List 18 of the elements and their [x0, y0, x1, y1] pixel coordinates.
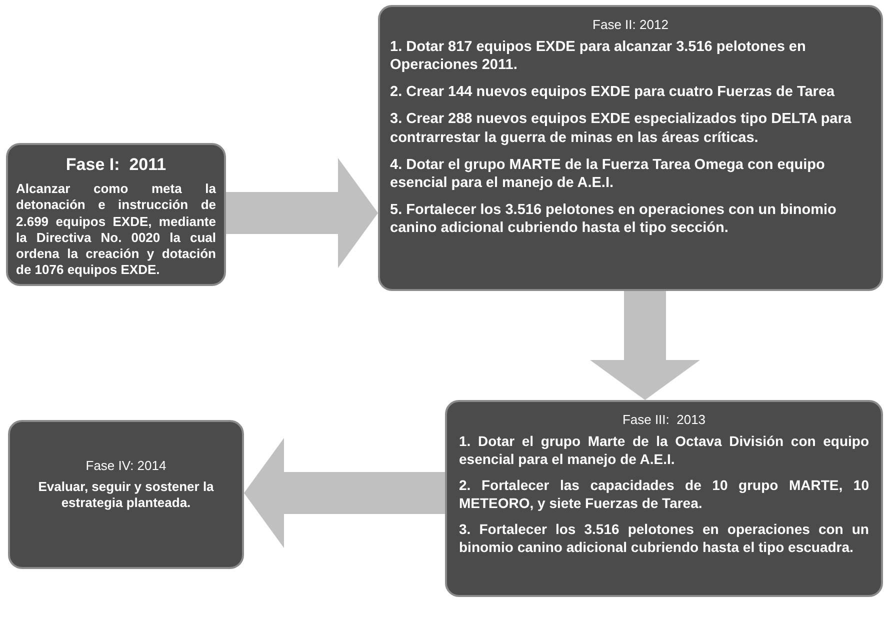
phase-description: 1. Dotar el grupo Marte de la Octava División con equipo esencial para el manejo de A.E.I. — [459, 433, 869, 468]
phase-description: Alcanzar como meta la detonación e instrucción de 2.699 equipos EXDE, mediante la Directiva No. 0020 la cual ordena la creación y dotación de 1076 equipos EXDE. — [16, 181, 216, 278]
phase-description: 1. Dotar 817 equipos EXDE para alcanzar 3.516 pelotones en Operaciones 2011. — [390, 38, 807, 74]
phase-description: 4. Dotar el grupo MARTE de la Fuerza Tarea Omega con equipo esencial para el manejo de A.E.I. — [390, 156, 826, 192]
phase-box — [8, 420, 244, 569]
phase-description: Evaluar, seguir y sostener la estrategia planteada. — [37, 479, 215, 512]
phase-box — [6, 143, 226, 286]
phase-box — [445, 400, 883, 597]
phase-description: 3. Crear 288 nuevos equipos EXDE especializados tipo DELTA para contrarrestar la guerra de minas en las áreas críticas. — [390, 110, 852, 147]
phase-description: 3. Fortalecer los 3.516 pelotones en operaciones con un binomio canino adicional cubriendo hasta el tipo escuadra. — [459, 521, 869, 556]
phase-box — [378, 5, 883, 291]
phase-description: 2. Crear 144 nuevos equipos EXDE para cuatro Fuerzas de Tarea — [390, 83, 836, 102]
phase-title: Fase I: 2011 — [64, 155, 168, 175]
phase-description: 5. Fortalecer los 3.516 pelotones en operaciones con un binomio canino adicional cubriendo hasta el tipo sección. — [390, 200, 838, 238]
phase-title: Fase III: 2013 — [621, 412, 707, 427]
phase-title: Fase IV: 2014 — [84, 458, 168, 473]
phase-title: Fase II: 2012 — [592, 17, 670, 32]
phase-description: 2. Fortalecer las capacidades de 10 grupo MARTE, 10 METEORO, y siete Fuerzas de Tarea. — [459, 477, 869, 512]
